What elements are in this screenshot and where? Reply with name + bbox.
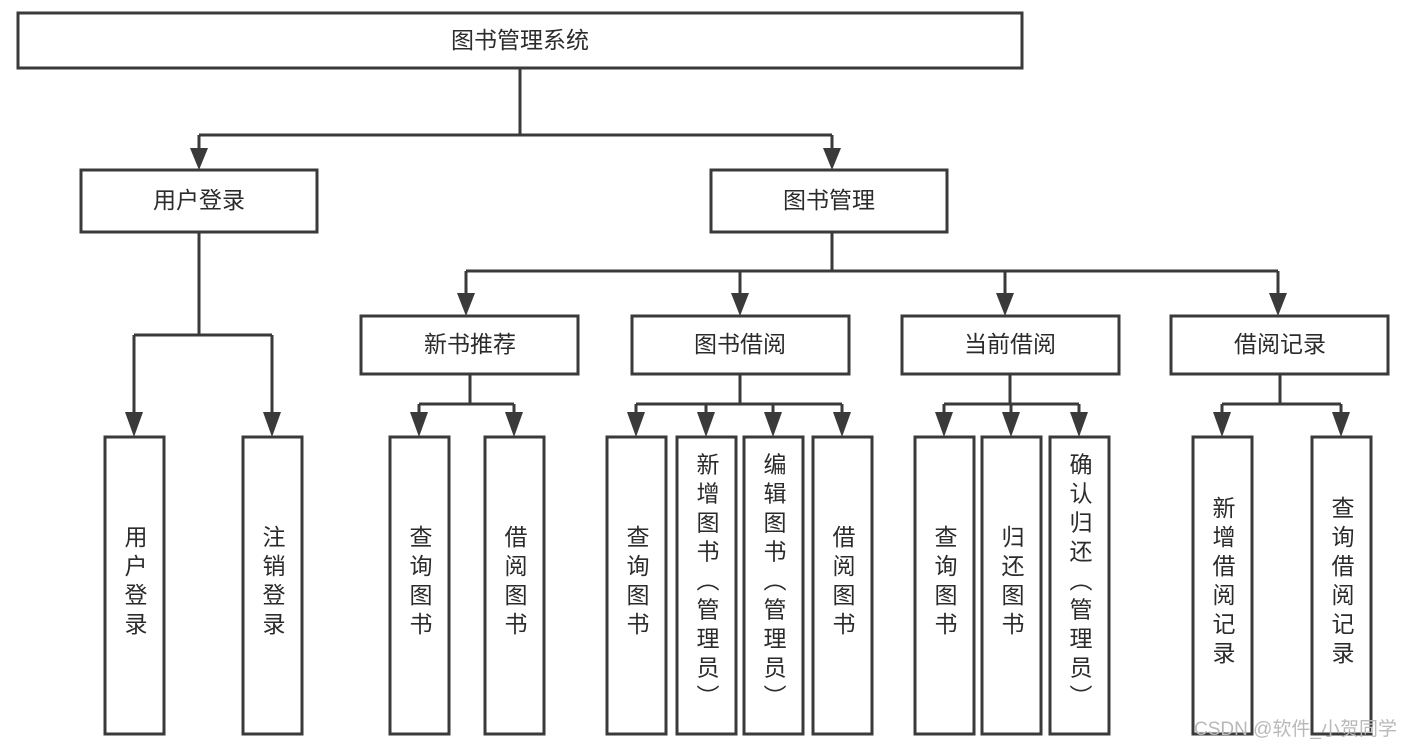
leaf-query-borrow-record-label: 查询借阅记录: [1328, 496, 1355, 670]
leaf-query-borrow-record[interactable]: 查询借阅记录: [1310, 435, 1373, 736]
arrow-head-leaf-add-record: [1213, 412, 1231, 437]
leaf-borrow-book-label: 借阅图书: [829, 525, 856, 641]
leaf-logout[interactable]: 注销登录: [241, 435, 304, 736]
node-root-label: 图书管理系统: [451, 27, 589, 53]
node-borrow-record[interactable]: 借阅记录: [1169, 314, 1390, 376]
leaf-add-book-admin-box[interactable]: [675, 435, 738, 736]
node-book-borrow-box[interactable]: [630, 314, 851, 376]
leaf-add-borrow-record-box[interactable]: [1191, 435, 1254, 736]
arrow-head-leaf-user-login: [125, 412, 143, 437]
leaf-edit-book-admin[interactable]: 编辑图书（管理员）: [742, 435, 805, 736]
leaf-add-book-admin-label: 新增图书（管理员）: [693, 453, 720, 714]
leaf-add-borrow-record-label: 新增借阅记录: [1209, 496, 1236, 670]
connector-layer: [125, 68, 1350, 437]
node-current-borrow-label: 当前借阅: [964, 331, 1056, 357]
leaf-return-book-label: 归还图书: [998, 525, 1025, 641]
node-current-borrow-box[interactable]: [900, 314, 1121, 376]
leaf-logout-label: 注销登录: [259, 525, 286, 641]
node-book-borrow-label: 图书借阅: [694, 331, 786, 357]
arrow-head-leaf-borrow-book-2: [833, 412, 851, 437]
arrow-head-leaf-confirm-return: [1070, 412, 1088, 437]
leaf-add-borrow-record[interactable]: 新增借阅记录: [1191, 435, 1254, 736]
leaf-edit-book-admin-label: 编辑图书（管理员）: [760, 453, 787, 714]
leaf-return-book-box[interactable]: [980, 435, 1043, 736]
leaf-user-login-label: 用户登录: [121, 525, 148, 641]
arrow-head-leaf-add-book: [697, 412, 715, 437]
node-root-box[interactable]: [16, 11, 1024, 70]
leaf-query-book-new-recommend[interactable]: 查询图书: [388, 435, 451, 736]
leaf-query-borrow-record-box[interactable]: [1310, 435, 1373, 736]
node-borrow-record-label: 借阅记录: [1234, 331, 1326, 357]
leaf-borrow-book[interactable]: 借阅图书: [811, 435, 874, 736]
leaf-return-book[interactable]: 归还图书: [980, 435, 1043, 736]
node-root-book-management-system[interactable]: 图书管理系统: [16, 11, 1024, 70]
leaf-query-book-borrow[interactable]: 查询图书: [605, 435, 668, 736]
node-book-borrow[interactable]: 图书借阅: [630, 314, 851, 376]
node-borrow-record-box[interactable]: [1169, 314, 1390, 376]
leaf-query-book-borrow-label: 查询图书: [623, 525, 650, 641]
node-book-management-box[interactable]: [709, 168, 949, 234]
leaf-borrow-book-box[interactable]: [811, 435, 874, 736]
arrow-head-leaf-query-book-3: [935, 412, 953, 437]
arrow-head-leaf-query-record: [1332, 412, 1350, 437]
watermark-label: CSDN @软件_小贺同学: [1194, 718, 1397, 740]
arrow-head-leaf-logout: [263, 412, 281, 437]
arrow-head-leaf-query-book-2: [627, 412, 645, 437]
leaf-add-book-admin[interactable]: 新增图书（管理员）: [675, 435, 738, 736]
leaf-borrow-book-new-recommend-box[interactable]: [483, 435, 546, 736]
arrow-head-book-manage: [823, 148, 841, 170]
leaf-query-book-current-box[interactable]: [913, 435, 976, 736]
leaf-borrow-book-new-recommend[interactable]: 借阅图书: [483, 435, 546, 736]
node-user-login[interactable]: 用户登录: [79, 168, 319, 234]
node-user-login-box[interactable]: [79, 168, 319, 234]
node-new-book-recommend-box[interactable]: [359, 314, 580, 376]
leaf-query-book-new-recommend-label: 查询图书: [406, 525, 433, 641]
node-user-login-label: 用户登录: [153, 187, 245, 213]
arrow-head-new-book: [457, 293, 475, 316]
leaf-borrow-book-new-recommend-label: 借阅图书: [501, 525, 528, 641]
leaf-query-book-borrow-box[interactable]: [605, 435, 668, 736]
arrow-head-current-borrow: [996, 293, 1014, 316]
leaf-confirm-return-admin[interactable]: 确认归还（管理员）: [1048, 435, 1111, 736]
arrow-head-leaf-query-book-1: [410, 412, 428, 437]
arrow-head-user-login: [190, 148, 208, 170]
leaf-user-login[interactable]: 用户登录: [103, 435, 166, 736]
node-book-management-label: 图书管理: [783, 187, 875, 213]
leaf-user-login-box[interactable]: [103, 435, 166, 736]
node-current-borrow[interactable]: 当前借阅: [900, 314, 1121, 376]
node-new-book-recommend-label: 新书推荐: [424, 331, 516, 357]
leaf-edit-book-admin-box[interactable]: [742, 435, 805, 736]
arrow-head-book-borrow: [731, 293, 749, 316]
leaf-logout-box[interactable]: [241, 435, 304, 736]
leaf-query-book-new-recommend-box[interactable]: [388, 435, 451, 736]
arrow-head-leaf-edit-book: [764, 412, 782, 437]
node-new-book-recommend[interactable]: 新书推荐: [359, 314, 580, 376]
node-book-management[interactable]: 图书管理: [709, 168, 949, 234]
arrow-head-borrow-record: [1269, 293, 1287, 316]
arrow-head-leaf-return-book: [1002, 412, 1020, 437]
leaf-query-book-current[interactable]: 查询图书: [913, 435, 976, 736]
arrow-head-leaf-borrow-book-1: [505, 412, 523, 437]
leaf-query-book-current-label: 查询图书: [931, 525, 958, 641]
leaf-confirm-return-admin-label: 确认归还（管理员）: [1066, 453, 1093, 714]
leaf-confirm-return-admin-box[interactable]: [1048, 435, 1111, 736]
